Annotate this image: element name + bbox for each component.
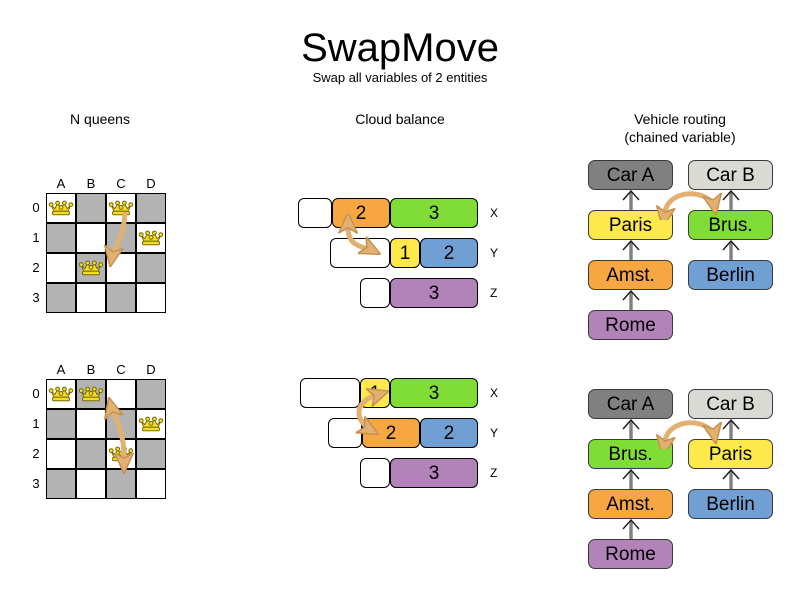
board-cell-A2[interactable] xyxy=(46,253,76,283)
vrp-header-line-2: (chained variable) xyxy=(624,129,736,145)
section-header-cloud-balance: Cloud balance xyxy=(355,111,445,127)
page-title: SwapMove xyxy=(301,26,499,70)
board-cell-B3[interactable] xyxy=(76,469,106,499)
cloud-segment-x-2[interactable]: 3 xyxy=(390,198,478,228)
cloud-swap-arrow-before xyxy=(328,214,408,270)
board-cell-D0[interactable] xyxy=(136,193,166,223)
board-cell-A1[interactable] xyxy=(46,223,76,253)
board-column-label-B: B xyxy=(86,362,96,377)
cloud-bar-label-z: Z xyxy=(490,466,498,480)
cloud-bar-label-z: Z xyxy=(490,286,498,300)
vrp-header-line-1: Vehicle routing xyxy=(634,111,726,127)
cloud-segment-z-0[interactable] xyxy=(360,278,390,308)
board-column-label-D: D xyxy=(146,362,156,377)
vrp-node-car-b[interactable]: Car B xyxy=(688,389,773,419)
cloud-segment-y-1[interactable]: 1 xyxy=(390,238,420,268)
vrp-edge-b-2 xyxy=(721,469,740,489)
section-header-nqueens: N queens xyxy=(70,111,130,127)
cloud-bar-label-x: X xyxy=(490,386,499,400)
board-column-label-C: C xyxy=(116,362,126,377)
vrp-edge-a-3 xyxy=(621,290,640,310)
cloud-segment-y-2[interactable]: 2 xyxy=(420,238,478,268)
board-cell-C3[interactable] xyxy=(106,283,136,313)
board-row-label-1: 1 xyxy=(32,230,40,245)
board-cell-B3[interactable] xyxy=(76,283,106,313)
board-row-label-2: 2 xyxy=(32,260,40,275)
vrp-edge-b-1 xyxy=(721,419,740,439)
cloud-bar-z[interactable]: 3 xyxy=(360,278,478,308)
board-cell-B0[interactable] xyxy=(76,193,106,223)
vrp-node-rome[interactable]: Rome xyxy=(588,310,673,340)
cloud-segment-y-2[interactable]: 2 xyxy=(420,418,478,448)
cloud-segment-z-1[interactable]: 3 xyxy=(390,458,478,488)
vrp-node-rome[interactable]: Rome xyxy=(588,539,673,569)
vrp-edge-a-1 xyxy=(621,190,640,210)
board-cell-D3[interactable] xyxy=(136,283,166,313)
vrp-node-car-b[interactable]: Car B xyxy=(688,160,773,190)
board-cell-D3[interactable] xyxy=(136,469,166,499)
vrp-node-amst[interactable]: Amst. xyxy=(588,260,673,290)
board-cell-A3[interactable] xyxy=(46,469,76,499)
cloud-bar-label-y: Y xyxy=(490,246,499,260)
board-row-label-0: 0 xyxy=(32,386,40,401)
board-cell-B1[interactable] xyxy=(76,409,106,439)
vrp-node-car-a[interactable]: Car A xyxy=(588,160,673,190)
board-cell-A2[interactable] xyxy=(46,439,76,469)
board-row-label-3: 3 xyxy=(32,290,40,305)
vrp-node-car-a[interactable]: Car A xyxy=(588,389,673,419)
vrp-node-berlin[interactable]: Berlin xyxy=(688,489,773,519)
board-cell-D2[interactable] xyxy=(136,439,166,469)
cloud-bar-z[interactable]: 3 xyxy=(360,458,478,488)
vrp-node-berlin[interactable]: Berlin xyxy=(688,260,773,290)
vrp-swap-arrow-before xyxy=(655,191,727,220)
cloud-bar-label-y: Y xyxy=(490,426,499,440)
vrp-swap-arrow-after xyxy=(655,420,727,449)
vrp-edge-a-2 xyxy=(621,469,640,489)
vrp-edge-b-1 xyxy=(721,190,740,210)
board-column-label-D: D xyxy=(146,176,156,191)
board-column-label-A: A xyxy=(56,362,66,377)
vrp-node-paris[interactable]: Paris xyxy=(588,210,673,240)
board-row-label-3: 3 xyxy=(32,476,40,491)
board-cell-D0[interactable] xyxy=(136,379,166,409)
board-row-label-0: 0 xyxy=(32,200,40,215)
section-header-vehicle-routing: Vehicle routing (chained variable) xyxy=(590,110,770,146)
cloud-segment-z-0[interactable] xyxy=(360,458,390,488)
board-column-label-B: B xyxy=(86,176,96,191)
vrp-edge-a-2 xyxy=(621,240,640,260)
vrp-edge-a-1 xyxy=(621,419,640,439)
vrp-edge-b-2 xyxy=(721,240,740,260)
board-column-label-C: C xyxy=(116,176,126,191)
page-subtitle: Swap all variables of 2 entities xyxy=(312,70,488,85)
board-cell-A1[interactable] xyxy=(46,409,76,439)
board-cell-B1[interactable] xyxy=(76,223,106,253)
board-cell-D2[interactable] xyxy=(136,253,166,283)
board-row-label-1: 1 xyxy=(32,416,40,431)
cloud-segment-x-0[interactable] xyxy=(298,198,332,228)
vrp-node-brus[interactable]: Brus. xyxy=(588,439,673,469)
board-column-label-A: A xyxy=(56,176,66,191)
vrp-node-amst[interactable]: Amst. xyxy=(588,489,673,519)
nqueens-swap-arrow-before xyxy=(80,211,128,286)
cloud-swap-arrow-after xyxy=(326,380,406,460)
cloud-segment-z-1[interactable]: 3 xyxy=(390,278,478,308)
board-cell-A3[interactable] xyxy=(46,283,76,313)
vrp-edge-a-3 xyxy=(621,519,640,539)
board-row-label-2: 2 xyxy=(32,446,40,461)
cloud-segment-x-2[interactable]: 3 xyxy=(390,378,478,408)
cloud-bar-label-x: X xyxy=(490,206,499,220)
nqueens-swap-arrow-after xyxy=(80,382,140,478)
